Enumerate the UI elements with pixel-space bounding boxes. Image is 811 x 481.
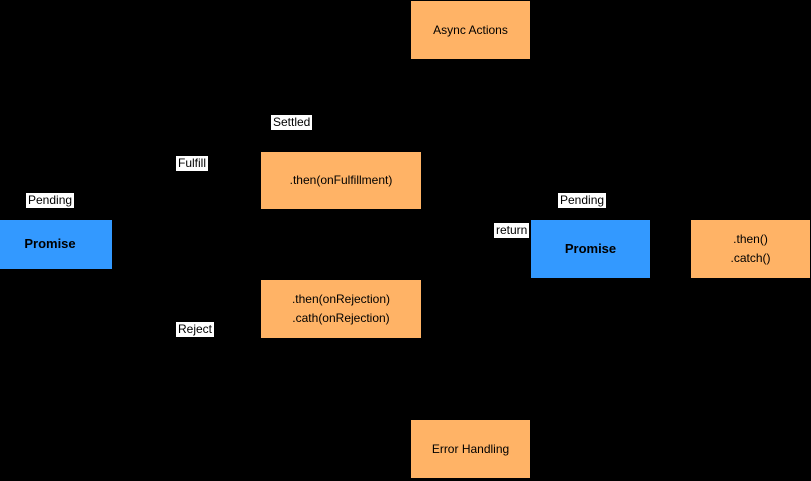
node-promise-right-label: Promise [564,240,617,256]
node-async-actions-label: Async Actions [433,22,508,37]
node-then-catch: .then() .catch() [691,220,810,278]
edge-label-return: return [494,223,530,238]
edge-label-reject: Reject [176,322,215,337]
edge-label-fulfill: Fulfill [176,156,209,171]
node-then-onfulfillment: .then(onFulfillment) [261,152,421,209]
node-promise-right: Promise [531,220,650,278]
node-async-actions: Async Actions [411,1,530,59]
node-then-catch-line1: .then() [733,232,768,247]
edge-label-pending-left: Pending [26,193,75,208]
node-then-onrejection: .then(onRejection) .cath(onRejection) [261,280,421,338]
node-then-onrejection-line1: .then(onRejection) [291,292,391,307]
node-error-handling: Error Handling [411,420,530,478]
node-then-onrejection-line2: .cath(onRejection) [292,311,390,325]
node-promise-left: Promise [0,220,112,269]
node-error-handling-label: Error Handling [431,441,510,456]
node-promise-left-label: Promise [24,236,76,252]
edge-label-settled: Settled [271,115,313,130]
edge-label-pending-right: Pending [558,193,607,208]
node-then-catch-line2: .catch() [730,251,771,265]
node-then-onfulfillment-label: .then(onFulfillment) [289,173,393,188]
